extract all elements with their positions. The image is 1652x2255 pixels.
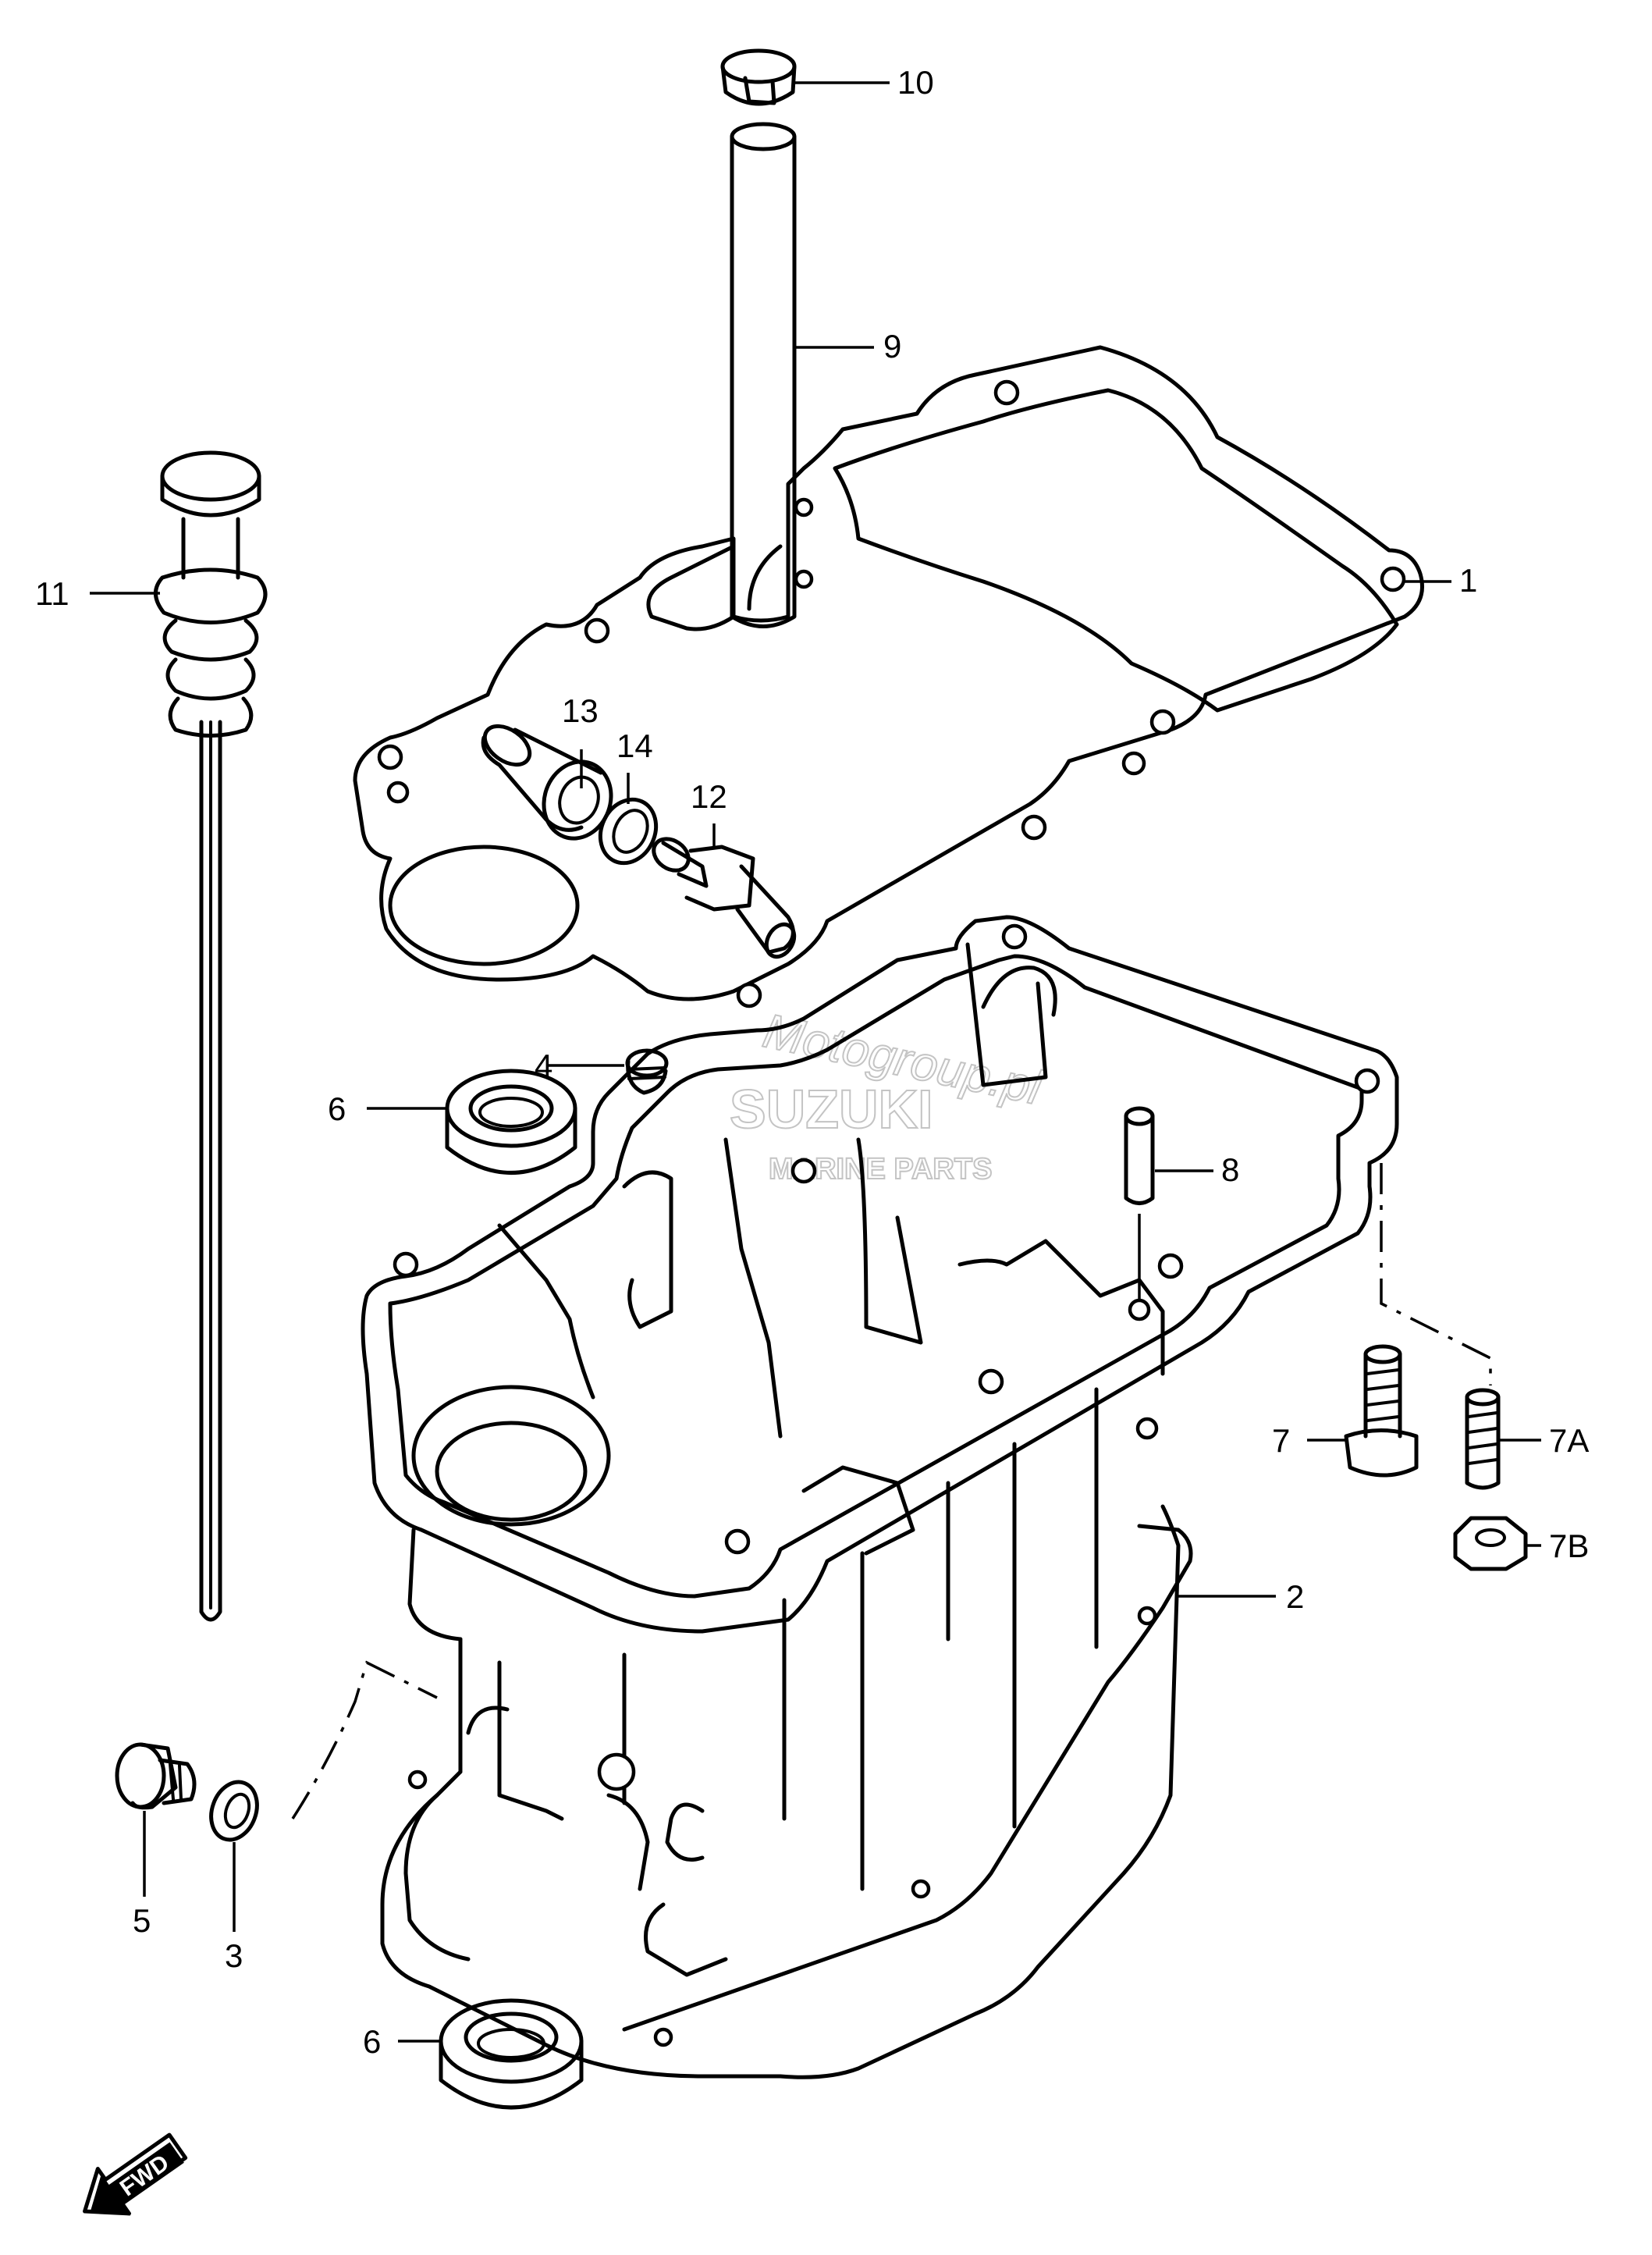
- fitting-part-12: [652, 837, 797, 959]
- washer-part-3: [209, 1780, 259, 1842]
- stud-part-7a: [1465, 1388, 1501, 1490]
- callout-3: 3: [225, 1937, 243, 1974]
- oil-pan-part-2: [361, 915, 1399, 2079]
- callout-6-lower: 6: [363, 2023, 381, 2060]
- o-ring-part-14: [598, 797, 659, 866]
- callout-7b: 7B: [1549, 1528, 1589, 1564]
- leader-lines: [90, 81, 1541, 2043]
- callout-5: 5: [133, 1902, 151, 1939]
- callout-6-upper: 6: [328, 1090, 346, 1127]
- drain-plug-part-5: [115, 1742, 197, 1810]
- watermark: Motogroup.pl SUZUKI MARINE PARTS: [729, 1003, 1049, 1186]
- oil-seal-part-6-upper: [445, 1069, 577, 1175]
- callout-13: 13: [562, 692, 599, 729]
- bolt-part-7: [1344, 1344, 1419, 1478]
- nut-part-7b: [1453, 1516, 1528, 1571]
- callout-12: 12: [691, 778, 727, 815]
- watermark-brand: SUZUKI: [730, 1079, 933, 1140]
- dipstick-part-11: [154, 450, 268, 1622]
- callout-9: 9: [883, 328, 901, 365]
- hose-part-9: [730, 122, 797, 628]
- callout-labels: 10 9 1 11 13 14 12 4 6 8 7 7A 7B 2 5 3 6: [35, 64, 1589, 2060]
- oil-seal-part-6-lower: [439, 1998, 584, 2110]
- callout-14: 14: [616, 727, 653, 764]
- gasket-part-1: [353, 345, 1424, 1008]
- forward-arrow-icon: FWD: [83, 2132, 188, 2216]
- callout-7a: 7A: [1549, 1422, 1589, 1459]
- hose-clamp-part-10: [720, 48, 797, 106]
- callout-7: 7: [1272, 1422, 1290, 1459]
- callout-1: 1: [1459, 562, 1477, 599]
- callout-2: 2: [1286, 1578, 1304, 1615]
- callout-8: 8: [1221, 1151, 1239, 1188]
- callout-11: 11: [35, 575, 69, 612]
- callout-10: 10: [897, 64, 934, 101]
- dowel-pin-part-8: [1124, 1106, 1155, 1300]
- callout-4: 4: [535, 1047, 552, 1084]
